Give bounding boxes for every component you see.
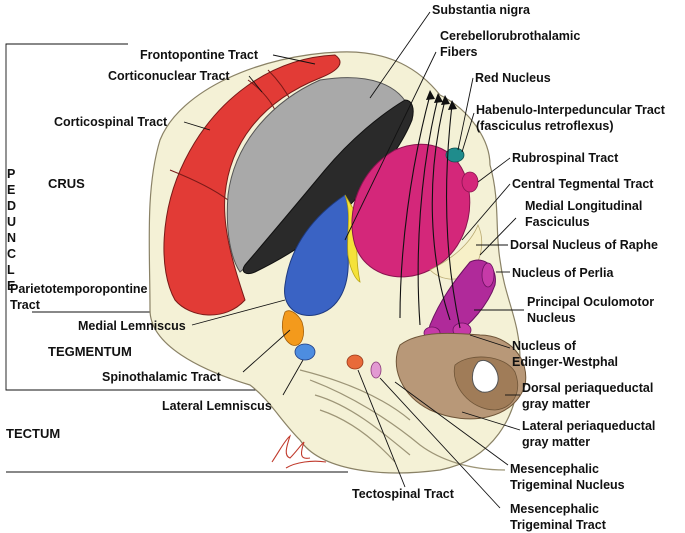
fiber-arrow-heads [426, 90, 457, 110]
label-habenulo: Habenulo-Interpeduncular Tract [476, 103, 666, 117]
crus-cerebri-red [163, 54, 341, 316]
label-cerebellorubrothalamic: Cerebellorubrothalamic [440, 29, 580, 43]
label-principal-oculomotor: Principal Oculomotor [527, 295, 654, 309]
label-mes-trig-tract: Mesencephalic [510, 502, 599, 516]
artist-signature [271, 434, 327, 469]
label-lateral-lemniscus: Lateral Lemniscus [162, 399, 272, 413]
label-frontopontine: Frontopontine Tract [140, 48, 259, 62]
peduncle-letter: U [7, 215, 16, 229]
label-parietotemporopontine: Parietotemporopontine [10, 282, 148, 296]
label-spinothalamic: Spinothalamic Tract [102, 370, 222, 384]
habenulo-interpeduncular-teal [445, 147, 465, 163]
spinothalamic-orange [281, 310, 304, 346]
mesencephalic-trigeminal-nucleus-spot [370, 361, 382, 379]
label-parietotemporopontine-2: Tract [10, 298, 41, 312]
peduncle-letter: D [7, 199, 16, 213]
peduncle-letter: C [7, 247, 16, 261]
label-dorsal-pag-2: gray matter [522, 397, 590, 411]
label-mlf-2: Fasciculus [525, 215, 590, 229]
substantia-nigra-black [242, 99, 414, 275]
label-rubrospinal: Rubrospinal Tract [512, 151, 619, 165]
cerebral-aqueduct [472, 359, 499, 393]
label-corticonuclear: Corticonuclear Tract [108, 69, 230, 83]
region-crus: CRUS [48, 176, 85, 191]
leader-lines [183, 11, 524, 509]
tectospinal-tract-spot [346, 354, 364, 370]
label-mes-trig-nucleus-2: Trigeminal Nucleus [510, 478, 625, 492]
lateral-lemniscus-blue [294, 343, 316, 361]
peduncle-letter: P [7, 167, 15, 181]
label-tectospinal: Tectospinal Tract [352, 487, 455, 501]
label-dorsal-raphe: Dorsal Nucleus of Raphe [510, 238, 658, 252]
label-medial-lemniscus: Medial Lemniscus [78, 319, 186, 333]
peduncle-letter: E [7, 279, 15, 293]
label-substantia-nigra: Substantia nigra [432, 3, 531, 17]
region-tectum: TECTUM [6, 426, 60, 441]
label-edinger-2: Edinger-Westphal [512, 355, 618, 369]
rubrospinal-tract-spot [461, 171, 479, 193]
label-dorsal-pag: Dorsal periaqueductal [522, 381, 653, 395]
label-lateral-pag: Lateral periaqueductal [522, 419, 655, 433]
nucleus-of-perlia [481, 262, 495, 288]
fiber-arrows [399, 94, 461, 329]
label-central-tegmental: Central Tegmental Tract [512, 177, 654, 191]
label-edinger: Nucleus of [512, 339, 577, 353]
peduncle-letter: L [7, 263, 15, 277]
peduncle-letter: N [7, 231, 16, 245]
label-principal-oculomotor-2: Nucleus [527, 311, 576, 325]
peduncle-letters: P E D U N C L E [7, 167, 16, 293]
label-cerebellorubrothalamic-2: Fibers [440, 45, 478, 59]
label-mes-trig-tract-2: Trigeminal Tract [510, 518, 607, 532]
label-corticospinal: Corticospinal Tract [54, 115, 168, 129]
label-habenulo-2: (fasciculus retroflexus) [476, 119, 614, 133]
label-red-nucleus: Red Nucleus [475, 71, 551, 85]
label-perlia: Nucleus of Perlia [512, 266, 614, 280]
label-lateral-pag-2: gray matter [522, 435, 590, 449]
label-mlf: Medial Longitudinal [525, 199, 642, 213]
label-mes-trig-nucleus: Mesencephalic [510, 462, 599, 476]
region-tegmentum: TEGMENTUM [48, 344, 132, 359]
tectum-folds [299, 369, 506, 471]
peduncle-letter: E [7, 183, 15, 197]
